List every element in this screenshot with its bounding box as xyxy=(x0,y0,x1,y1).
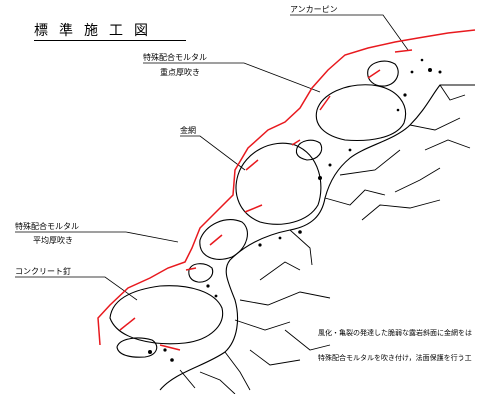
label-anchor-pin: アンカーピン xyxy=(290,5,338,14)
aggregate-dots xyxy=(148,58,442,362)
note-line-2: 特殊配合モルタルを吹き付け，法面保護を行う工 xyxy=(318,354,472,362)
leader-wire-mesh xyxy=(180,135,246,171)
label-heavy-spray: 重点厚吹き xyxy=(160,68,200,77)
boulder-7 xyxy=(315,84,406,141)
rock-outline xyxy=(109,60,475,391)
leader-average-spray xyxy=(15,231,179,243)
mortar-mesh-marks xyxy=(119,49,413,351)
boulder-2 xyxy=(116,337,158,358)
rock-cracks xyxy=(179,84,471,394)
page-title: 標準施工図 xyxy=(34,23,159,39)
label-special-mortar-mid: 特殊配合モルタル xyxy=(15,222,79,231)
boulder-5 xyxy=(235,142,322,225)
boulder-4 xyxy=(199,219,248,260)
label-average-spray: 平均厚吹き xyxy=(33,236,73,245)
boulder-3 xyxy=(188,263,214,283)
leader-heavy-spray xyxy=(143,62,321,93)
boulder-1 xyxy=(109,285,224,345)
label-concrete-nail: コンクリート釘 xyxy=(15,267,71,276)
title-underline xyxy=(34,40,186,41)
note-line-1: 風化・亀裂の発達した脆弱な露岩斜面に金網をは xyxy=(318,329,472,337)
bedrock-interface xyxy=(159,84,475,391)
mortar-outer-line xyxy=(97,29,476,346)
leader-concrete-nail xyxy=(15,276,138,301)
leader-lines xyxy=(15,14,409,301)
leader-anchor-pin xyxy=(290,14,409,51)
mortar-surface xyxy=(97,29,476,351)
boulder-8 xyxy=(367,60,399,87)
label-wire-mesh: 金網 xyxy=(180,126,196,135)
label-special-mortar-top: 特殊配合モルタル xyxy=(143,53,207,62)
boulder-6 xyxy=(295,139,323,161)
